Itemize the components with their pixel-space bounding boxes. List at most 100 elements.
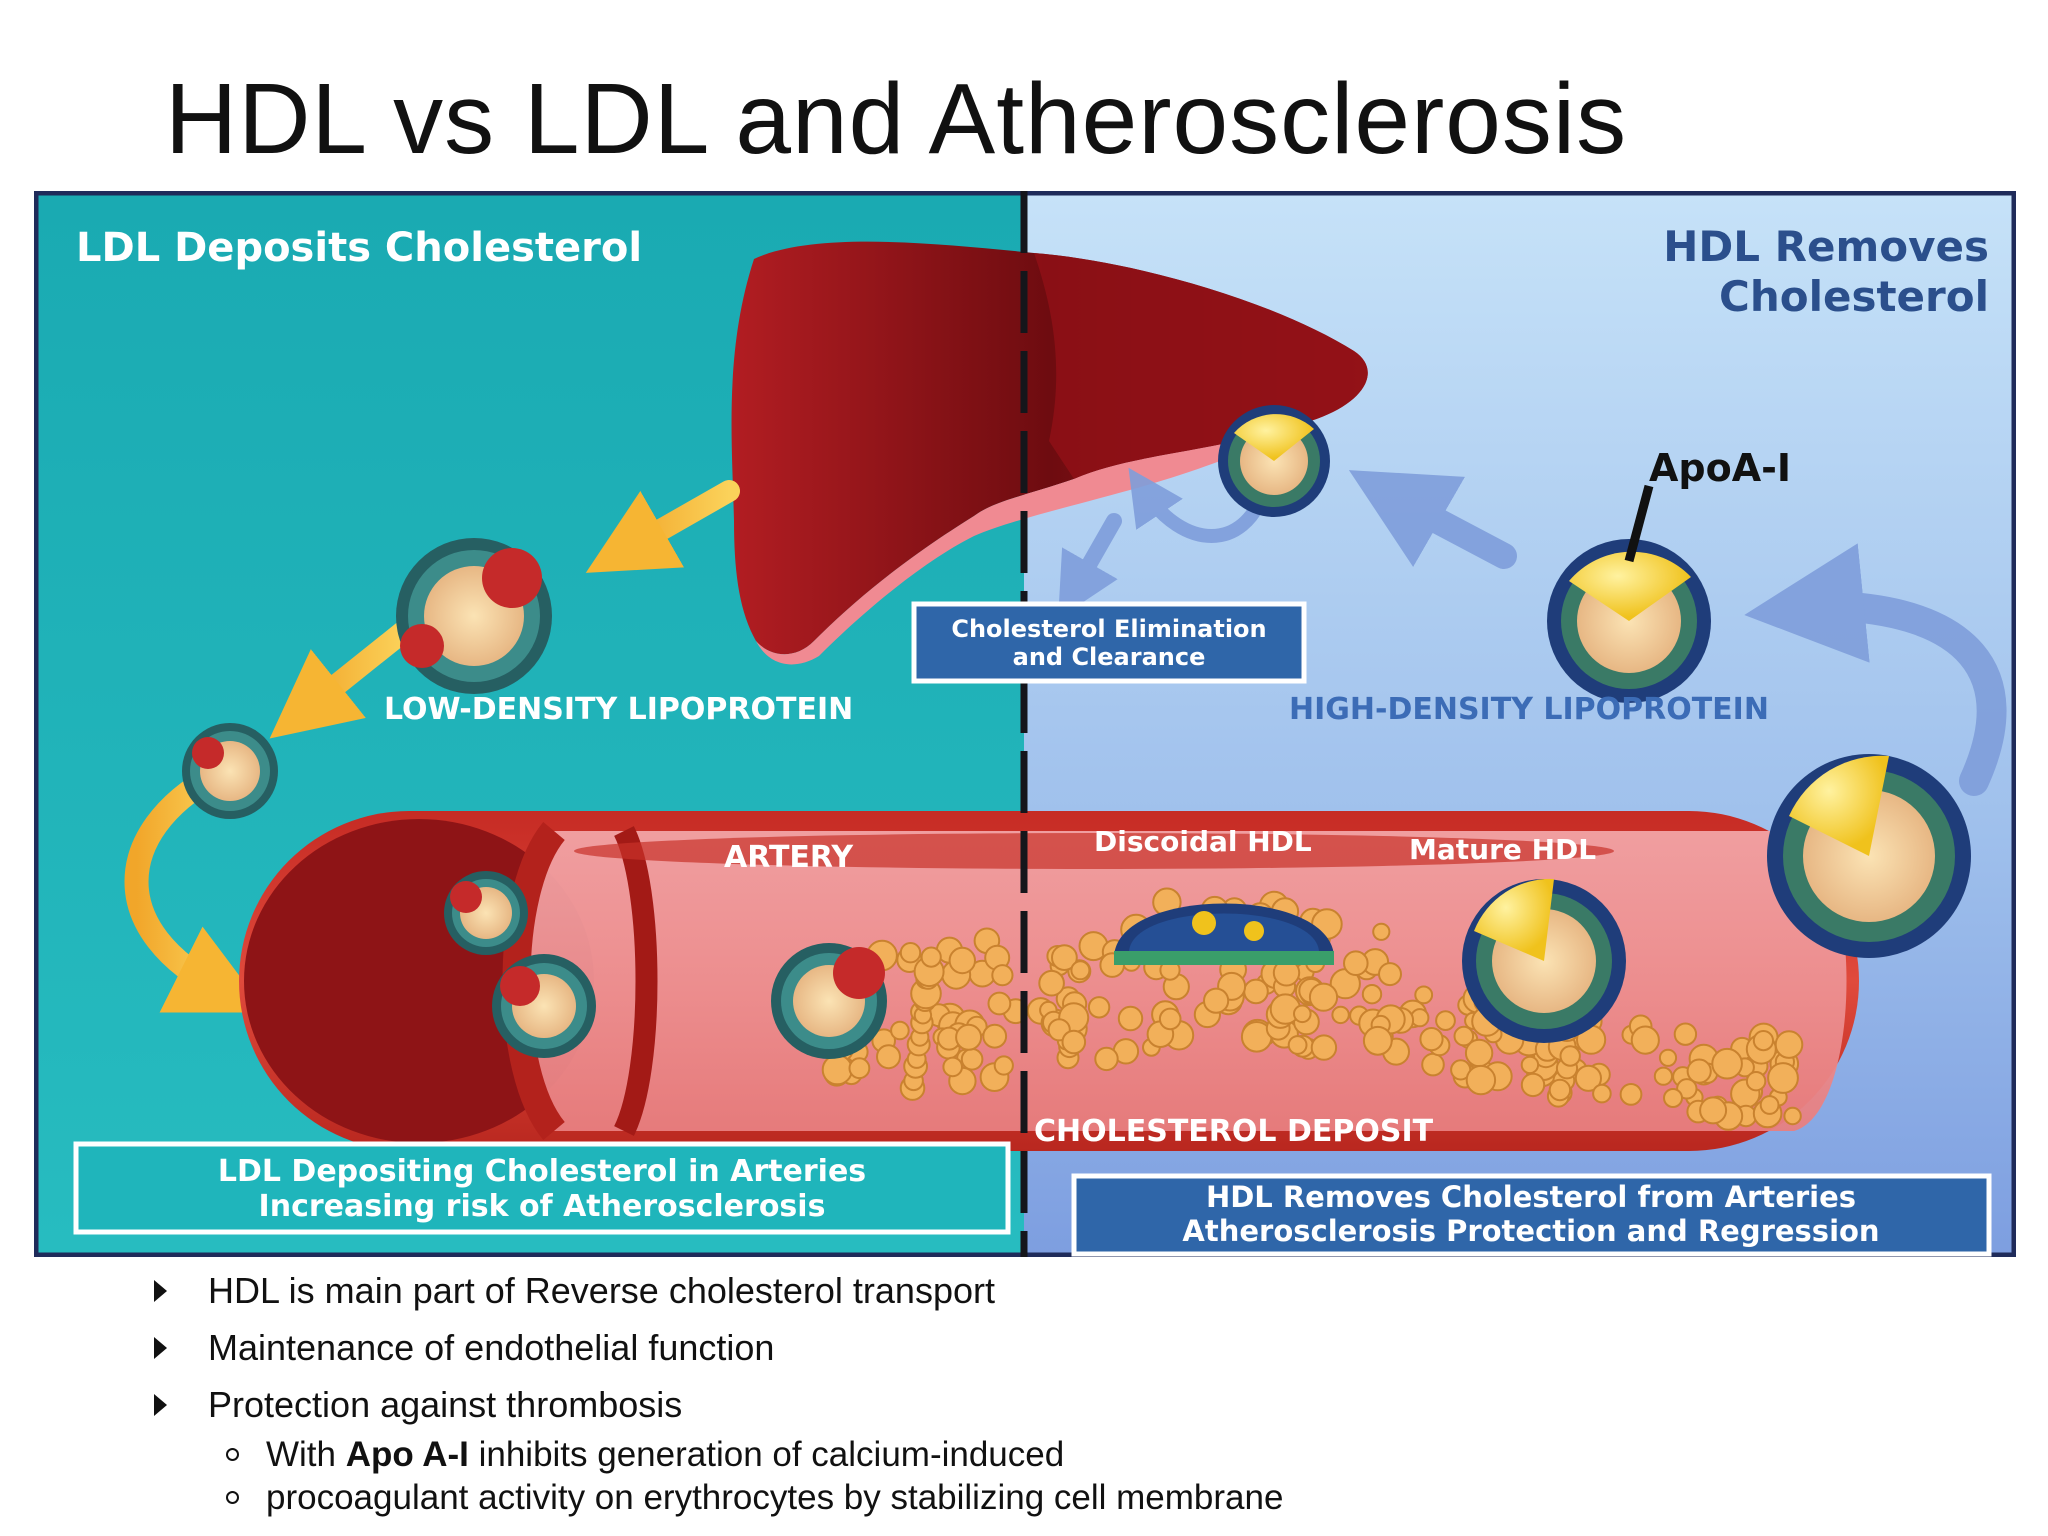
cholesterol-blob [1673, 1022, 1698, 1046]
right-heading-line1: HDL Removes [1663, 222, 1989, 271]
cholesterol-blob [982, 1023, 1008, 1049]
hdl-particle-discoidal [1114, 903, 1334, 965]
cholesterol-blob [991, 964, 1014, 987]
cholesterol-blob [899, 942, 922, 964]
cholesterol-blob [1308, 982, 1339, 1012]
hdl-particle-mature [1462, 878, 1626, 1043]
bullet-text: HDL is main part of Reverse cholesterol … [208, 1270, 995, 1311]
cholesterol-blob [1117, 1005, 1144, 1032]
ldl-particle-small [182, 723, 278, 819]
bullet-item: Protection against thrombosis [150, 1376, 1950, 1433]
cholesterol-blob [1414, 985, 1434, 1005]
cholesterol-blob [942, 1056, 964, 1078]
cholesterol-blob [1767, 1062, 1799, 1094]
cholesterol-blob [876, 1044, 901, 1070]
right-caption-box: HDL Removes Cholesterol from Arteries At… [1071, 1173, 1992, 1257]
cholesterol-blob [1520, 1072, 1546, 1098]
cholesterol-blob [1419, 1027, 1444, 1052]
cholesterol-blob [1663, 1088, 1683, 1108]
cholesterol-blob [1699, 1096, 1728, 1125]
bullet-item: HDL is main part of Reverse cholesterol … [150, 1262, 1950, 1319]
left-caption-box: LDL Depositing Cholesterol in Arteries I… [73, 1141, 1011, 1235]
deposit-label: CHOLESTEROL DEPOSIT [1034, 1114, 1434, 1149]
cholesterol-blob [1361, 984, 1383, 1005]
cholesterol-blob [1783, 1106, 1802, 1126]
subbullet-bold: Apo A-I [345, 1435, 469, 1474]
cholesterol-blob [1310, 1034, 1338, 1061]
cholesterol-blob [987, 991, 1012, 1016]
cholesterol-blob [848, 1057, 871, 1080]
cholesterol-blob [1435, 1010, 1456, 1031]
cholesterol-blob [1759, 1095, 1780, 1115]
cholesterol-blob [1372, 922, 1391, 941]
cholesterol-blob [1592, 1083, 1612, 1104]
cholesterol-blob [1203, 987, 1230, 1014]
triangle-bullet-icon [154, 1337, 167, 1359]
circle-bullet-icon [226, 1448, 239, 1461]
hdl-particle-mature-large [1767, 754, 1971, 958]
cholesterol-blob [1658, 1048, 1678, 1067]
cholesterol-blob [1094, 1046, 1119, 1072]
bullet-text: Protection against thrombosis [208, 1384, 683, 1425]
cholesterol-blob [1038, 969, 1065, 997]
cholesterol-blob [821, 1054, 853, 1086]
subbullet-item: With Apo A-I inhibits generation of calc… [150, 1433, 1950, 1476]
cholesterol-blob [1343, 950, 1369, 977]
cholesterol-blob [920, 946, 942, 968]
triangle-bullet-icon [154, 1280, 167, 1302]
slide-title: HDL vs LDL and Atherosclerosis [165, 63, 1628, 175]
cholesterol-blob [1158, 1007, 1182, 1031]
ldl-particle-artery-1 [444, 871, 528, 955]
cholesterol-blob [1061, 1029, 1087, 1055]
bullet-text: Maintenance of endothelial function [208, 1327, 775, 1368]
cholesterol-blob [993, 1055, 1014, 1076]
cholesterol-blob [1051, 944, 1078, 971]
cholesterol-blob [1520, 1055, 1540, 1075]
discoidal-hdl-label: Discoidal HDL [1094, 825, 1312, 858]
bullet-list: HDL is main part of Reverse cholesterol … [150, 1262, 1950, 1519]
cholesterol-blob [1421, 1052, 1445, 1077]
cholesterol-blob [1453, 1025, 1475, 1047]
cholesterol-blob [960, 1048, 984, 1071]
elimination-line1: Cholesterol Elimination [951, 615, 1266, 643]
ldl-particle-artery-2 [492, 954, 596, 1058]
ldl-particle-large [396, 538, 552, 694]
circle-bullet-icon [226, 1491, 239, 1504]
elimination-box: Cholesterol Elimination and Clearance [911, 601, 1307, 684]
right-caption-line2: Atherosclerosis Protection and Regressio… [1182, 1214, 1879, 1248]
cholesterol-blob [1574, 1064, 1603, 1092]
left-caption-line1: LDL Depositing Cholesterol in Arteries [218, 1154, 866, 1189]
subbullet-before: With [266, 1435, 346, 1474]
cholesterol-blob [1378, 962, 1402, 987]
subbullet-after: inhibits generation of calcium-induced [468, 1435, 1065, 1474]
hdl-particle-liver [1218, 405, 1330, 517]
cholesterol-blob [1619, 1083, 1643, 1106]
bullet-item: Maintenance of endothelial function [150, 1319, 1950, 1376]
subbullet-text: procoagulant activity on erythrocytes by… [266, 1478, 1284, 1517]
cholesterol-blob [1293, 1004, 1312, 1024]
cholesterol-blob [1630, 1025, 1660, 1055]
hdl-particle-apoa1 [1547, 484, 1711, 703]
cholesterol-blob [955, 1023, 983, 1051]
right-heading-line2: Cholesterol [1719, 272, 1989, 321]
apoa1-label: ApoA-I [1649, 446, 1791, 490]
cholesterol-blob [1711, 1047, 1743, 1080]
cholesterol-blob [1287, 1035, 1308, 1055]
cholesterol-blob [1070, 960, 1091, 981]
cholesterol-blob [1745, 1071, 1767, 1092]
cholesterol-blob [890, 1020, 910, 1041]
artery-label: ARTERY [724, 840, 854, 875]
cholesterol-blob [1653, 1066, 1674, 1086]
cholesterol-blob [1331, 1005, 1350, 1025]
left-heading: LDL Deposits Cholesterol [76, 225, 642, 271]
cholesterol-blob [1686, 1058, 1712, 1084]
cholesterol-blob [1774, 1030, 1804, 1059]
elimination-line2: and Clearance [1013, 643, 1206, 671]
mature-hdl-label: Mature HDL [1409, 833, 1596, 866]
right-caption-line1: HDL Removes Cholesterol from Arteries [1206, 1180, 1856, 1214]
cholesterol-blob [1465, 1064, 1497, 1096]
cholesterol-blob [1362, 1025, 1393, 1056]
subbullet-item: procoagulant activity on erythrocytes by… [150, 1476, 1950, 1519]
ldl-label: LOW-DENSITY LIPOPROTEIN [384, 692, 853, 727]
ldl-particle-artery-3 [771, 943, 887, 1059]
